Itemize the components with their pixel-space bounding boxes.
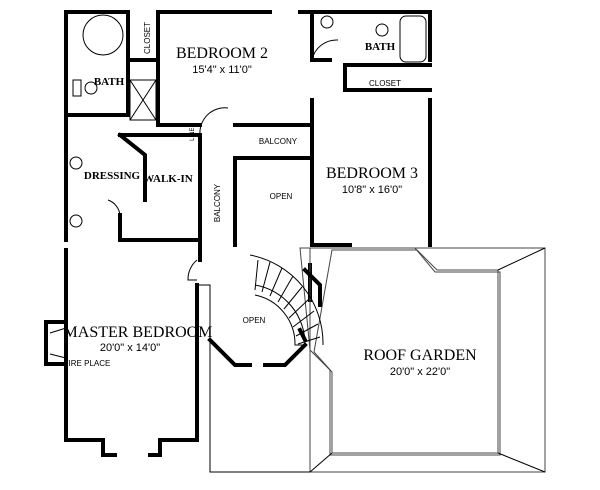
- lower-open-outline: [197, 284, 310, 473]
- fixtures: [69, 14, 427, 281]
- open-upper-label: OPEN: [270, 192, 293, 201]
- sink-icon: [320, 15, 334, 29]
- bath-left-label: BATH: [94, 76, 125, 88]
- dressing-label: DRESSING: [84, 170, 141, 182]
- master-bedroom-name: MASTER BEDROOM: [64, 324, 213, 341]
- roof-garden-size: 20'0" x 22'0": [390, 366, 450, 378]
- roof-garden-outline: [299, 247, 546, 473]
- bedroom3-size: 10'8" x 16'0": [342, 184, 402, 196]
- bedroom2-name: BEDROOM 2: [176, 45, 268, 62]
- sink-icon: [69, 214, 83, 228]
- bath-right-label: BATH: [365, 41, 396, 53]
- bedroom2-size: 15'4" x 11'0": [192, 64, 252, 76]
- linen-label: LINEN: [190, 123, 196, 141]
- bathtub-icon: [399, 15, 427, 63]
- balcony-side-label: BALCONY: [213, 183, 222, 222]
- fireplace: [44, 320, 68, 366]
- bedroom3-name: BEDROOM 3: [326, 165, 418, 182]
- walls: [64, 10, 432, 457]
- tub-icon: [82, 14, 124, 56]
- open-lower-label: OPEN: [243, 316, 266, 325]
- fire-place-label: FIRE PLACE: [64, 359, 111, 368]
- walk-in-label: WALK-IN: [143, 173, 193, 185]
- closet-left-label: CLOSET: [143, 22, 152, 54]
- master-bedroom-size: 20'0" x 14'0": [100, 342, 160, 354]
- balcony-top-label: BALCONY: [259, 137, 298, 146]
- roof-garden-name: ROOF GARDEN: [363, 347, 477, 364]
- spiral-staircase: [207, 254, 324, 367]
- sink-icon: [69, 156, 83, 170]
- toilet-icon: [375, 23, 389, 37]
- toilet-icon: [84, 81, 98, 95]
- room-labels: BEDROOM 2 15'4" x 11'0" BEDROOM 3 10'8" …: [64, 22, 478, 378]
- closet-right-label: CLOSET: [369, 79, 401, 88]
